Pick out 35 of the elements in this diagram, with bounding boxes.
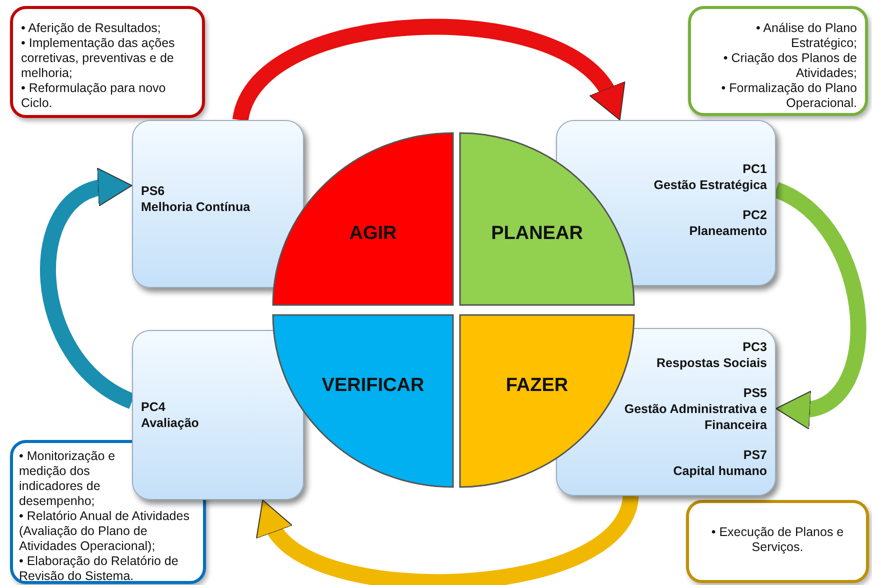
process-box xyxy=(132,330,304,500)
bullet-text: • Monitorização e medição dos indicadores de desempenho; xyxy=(19,449,116,509)
bullet-text: • Elaboração do Relatório de Revisão do Sistema. xyxy=(19,554,180,584)
process-box xyxy=(132,120,304,288)
process-code: PC2 xyxy=(742,207,767,223)
process-code: PC3 xyxy=(742,339,767,355)
curved-arrow xyxy=(232,19,625,123)
bullet-text: • Análise do Plano Estratégico; xyxy=(755,21,857,51)
curved-arrow xyxy=(256,494,638,585)
bullet-text: • Formalização do Plano Operacional. xyxy=(720,81,857,111)
note-box xyxy=(686,500,869,583)
phase-label: AGIR xyxy=(349,223,397,245)
phase-label: PLANEAR xyxy=(491,223,583,245)
process-name: Capital humano xyxy=(673,463,767,479)
process-name: Gestão Administrativa e Financeira xyxy=(623,401,767,433)
bullet-text: • Execução de Planos e Serviços. xyxy=(710,525,845,555)
bullet-text: • Reformulação para novo Ciclo. xyxy=(21,81,167,111)
process-name: Respostas Sociais xyxy=(656,355,767,371)
phase-label: VERIFICAR xyxy=(322,375,424,397)
bullet-text: • Criação dos Planos de Atividades; xyxy=(722,51,857,81)
bullet-text: • Aferição de Resultados; xyxy=(21,21,162,36)
process-code: PS6 xyxy=(141,183,165,199)
note-box xyxy=(10,6,205,118)
bullet-text: • Relatório Anual de Atividades (Avaliação do Plano de Atividades Operacional); xyxy=(19,509,190,554)
process-name: Melhoria Contínua xyxy=(141,199,250,215)
process-code: PS7 xyxy=(743,447,767,463)
process-code: PS5 xyxy=(743,385,767,401)
process-code: PC4 xyxy=(141,399,166,415)
process-name: Planeamento xyxy=(689,223,767,239)
process-name: Avaliação xyxy=(141,415,199,431)
note-box xyxy=(688,6,868,116)
process-name: Gestão Estratégica xyxy=(654,177,767,193)
process-code: PC1 xyxy=(742,161,767,177)
phase-label: FAZER xyxy=(506,375,568,397)
bullet-text: • Implementação das ações corretivas, preventivas e de melhoria; xyxy=(21,36,176,81)
